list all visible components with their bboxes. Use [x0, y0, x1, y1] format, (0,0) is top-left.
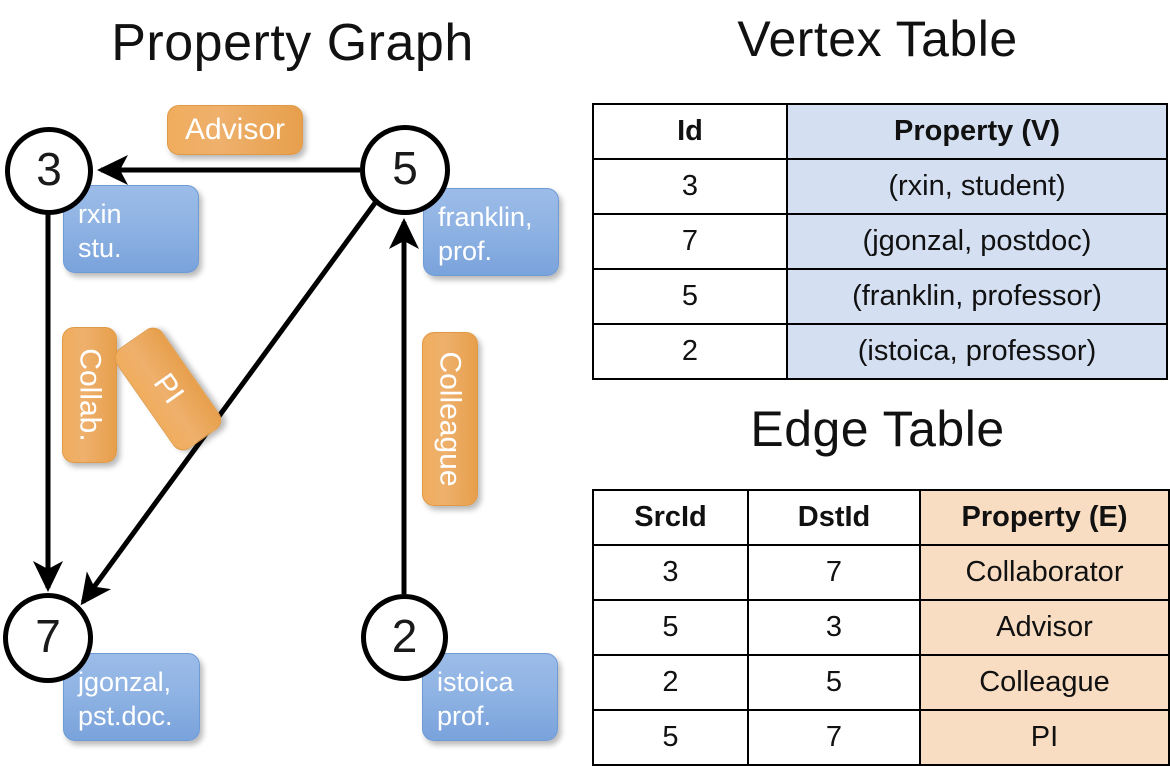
page-title-edge-table: Edge Table — [750, 401, 1005, 457]
edge-label-collab-text: Collab. — [73, 348, 107, 442]
edge-table-row[interactable]: 5 3 Advisor — [592, 599, 1170, 656]
vertex-row-3-id: 2 — [592, 323, 788, 380]
edge-label-colleague: Colleague — [422, 332, 478, 506]
graph-node-5-label: 5 — [392, 142, 418, 194]
edge-row-0-property: Collaborator — [919, 544, 1170, 601]
vertex-property-box-rxin: rxin stu. — [63, 185, 199, 273]
vertex-table-row[interactable]: 7 (jgonzal, postdoc) — [592, 213, 1168, 270]
vertex-property-rxin-line1: rxin — [78, 199, 122, 229]
vertex-property-istoica-line2: prof. — [437, 701, 492, 731]
edge-row-3-property: PI — [919, 709, 1170, 766]
graph-node-2-label: 2 — [391, 609, 418, 662]
edge-table-row[interactable]: 5 7 PI — [592, 709, 1170, 766]
edge-arrow-5-to-7 — [80, 201, 378, 606]
vertex-row-1-property: (jgonzal, postdoc) — [786, 213, 1168, 270]
edge-table-header-property: Property (E) — [919, 489, 1170, 546]
vertex-property-istoica-line1: istoica — [437, 667, 514, 697]
graph-node-2[interactable]: 2 — [361, 594, 448, 681]
edge-table-header-dstid: DstId — [747, 489, 921, 546]
edge-row-0-dst: 7 — [747, 544, 921, 601]
vertex-property-franklin-line2: prof. — [438, 236, 493, 266]
graph-node-3-label: 3 — [36, 143, 62, 195]
vertex-table-header-id: Id — [592, 103, 788, 160]
vertex-row-0-id: 3 — [592, 158, 788, 215]
vertex-property-box-franklin: franklin, prof. — [423, 188, 559, 276]
vertex-property-jgonzal-line2: pst.doc. — [78, 701, 173, 731]
edge-table-header-srcid: SrcId — [592, 489, 749, 546]
page-title-vertex-table: Vertex Table — [737, 11, 1018, 67]
edge-table: SrcId DstId Property (E) 3 7 Collaborato… — [592, 489, 1170, 766]
vertex-row-0-property: (rxin, student) — [786, 158, 1168, 215]
vertex-table-header-property: Property (V) — [786, 103, 1168, 160]
edge-row-1-property: Advisor — [919, 599, 1170, 656]
page-title-property-graph: Property Graph — [111, 14, 474, 72]
edge-row-3-src: 5 — [592, 709, 749, 766]
vertex-property-jgonzal-line1: jgonzal, — [78, 667, 172, 697]
edge-row-0-src: 3 — [592, 544, 749, 601]
edge-table-row[interactable]: 3 7 Collaborator — [592, 544, 1170, 601]
graph-node-7-label: 7 — [35, 610, 61, 662]
graph-node-7[interactable]: 7 — [3, 593, 93, 683]
edge-label-collab: Collab. — [62, 327, 117, 463]
vertex-property-rxin-line2: stu. — [78, 233, 122, 263]
graph-node-3[interactable]: 3 — [5, 127, 93, 215]
vertex-row-3-property: (istoica, professor) — [786, 323, 1168, 380]
vertex-row-2-property: (franklin, professor) — [786, 268, 1168, 325]
edge-label-pi-text: PI — [146, 367, 191, 410]
edge-row-2-property: Colleague — [919, 654, 1170, 711]
edge-table-row[interactable]: 2 5 Colleague — [592, 654, 1170, 711]
vertex-table-row[interactable]: 2 (istoica, professor) — [592, 323, 1168, 380]
vertex-property-franklin-line1: franklin, — [438, 202, 533, 232]
edge-row-3-dst: 7 — [747, 709, 921, 766]
vertex-table-row[interactable]: 5 (franklin, professor) — [592, 268, 1168, 325]
edge-label-colleague-text: Colleague — [434, 351, 468, 487]
vertex-table-row[interactable]: 3 (rxin, student) — [592, 158, 1168, 215]
vertex-row-1-id: 7 — [592, 213, 788, 270]
graph-node-5[interactable]: 5 — [360, 125, 450, 215]
edge-table-header-row: SrcId DstId Property (E) — [592, 489, 1170, 546]
vertex-row-2-id: 5 — [592, 268, 788, 325]
edge-row-1-dst: 3 — [747, 599, 921, 656]
graph-edges-svg — [32, 154, 420, 606]
edge-label-advisor: Advisor — [167, 105, 303, 155]
edge-row-1-src: 5 — [592, 599, 749, 656]
edge-label-advisor-text: Advisor — [184, 113, 286, 146]
vertex-table-header-row: Id Property (V) — [592, 103, 1168, 160]
vertex-table: Id Property (V) 3 (rxin, student) 7 (jgo… — [592, 103, 1168, 380]
vertex-property-box-istoica: istoica prof. — [422, 653, 558, 741]
edge-row-2-src: 2 — [592, 654, 749, 711]
vertex-property-box-jgonzal: jgonzal, pst.doc. — [63, 653, 200, 741]
edge-row-2-dst: 5 — [747, 654, 921, 711]
